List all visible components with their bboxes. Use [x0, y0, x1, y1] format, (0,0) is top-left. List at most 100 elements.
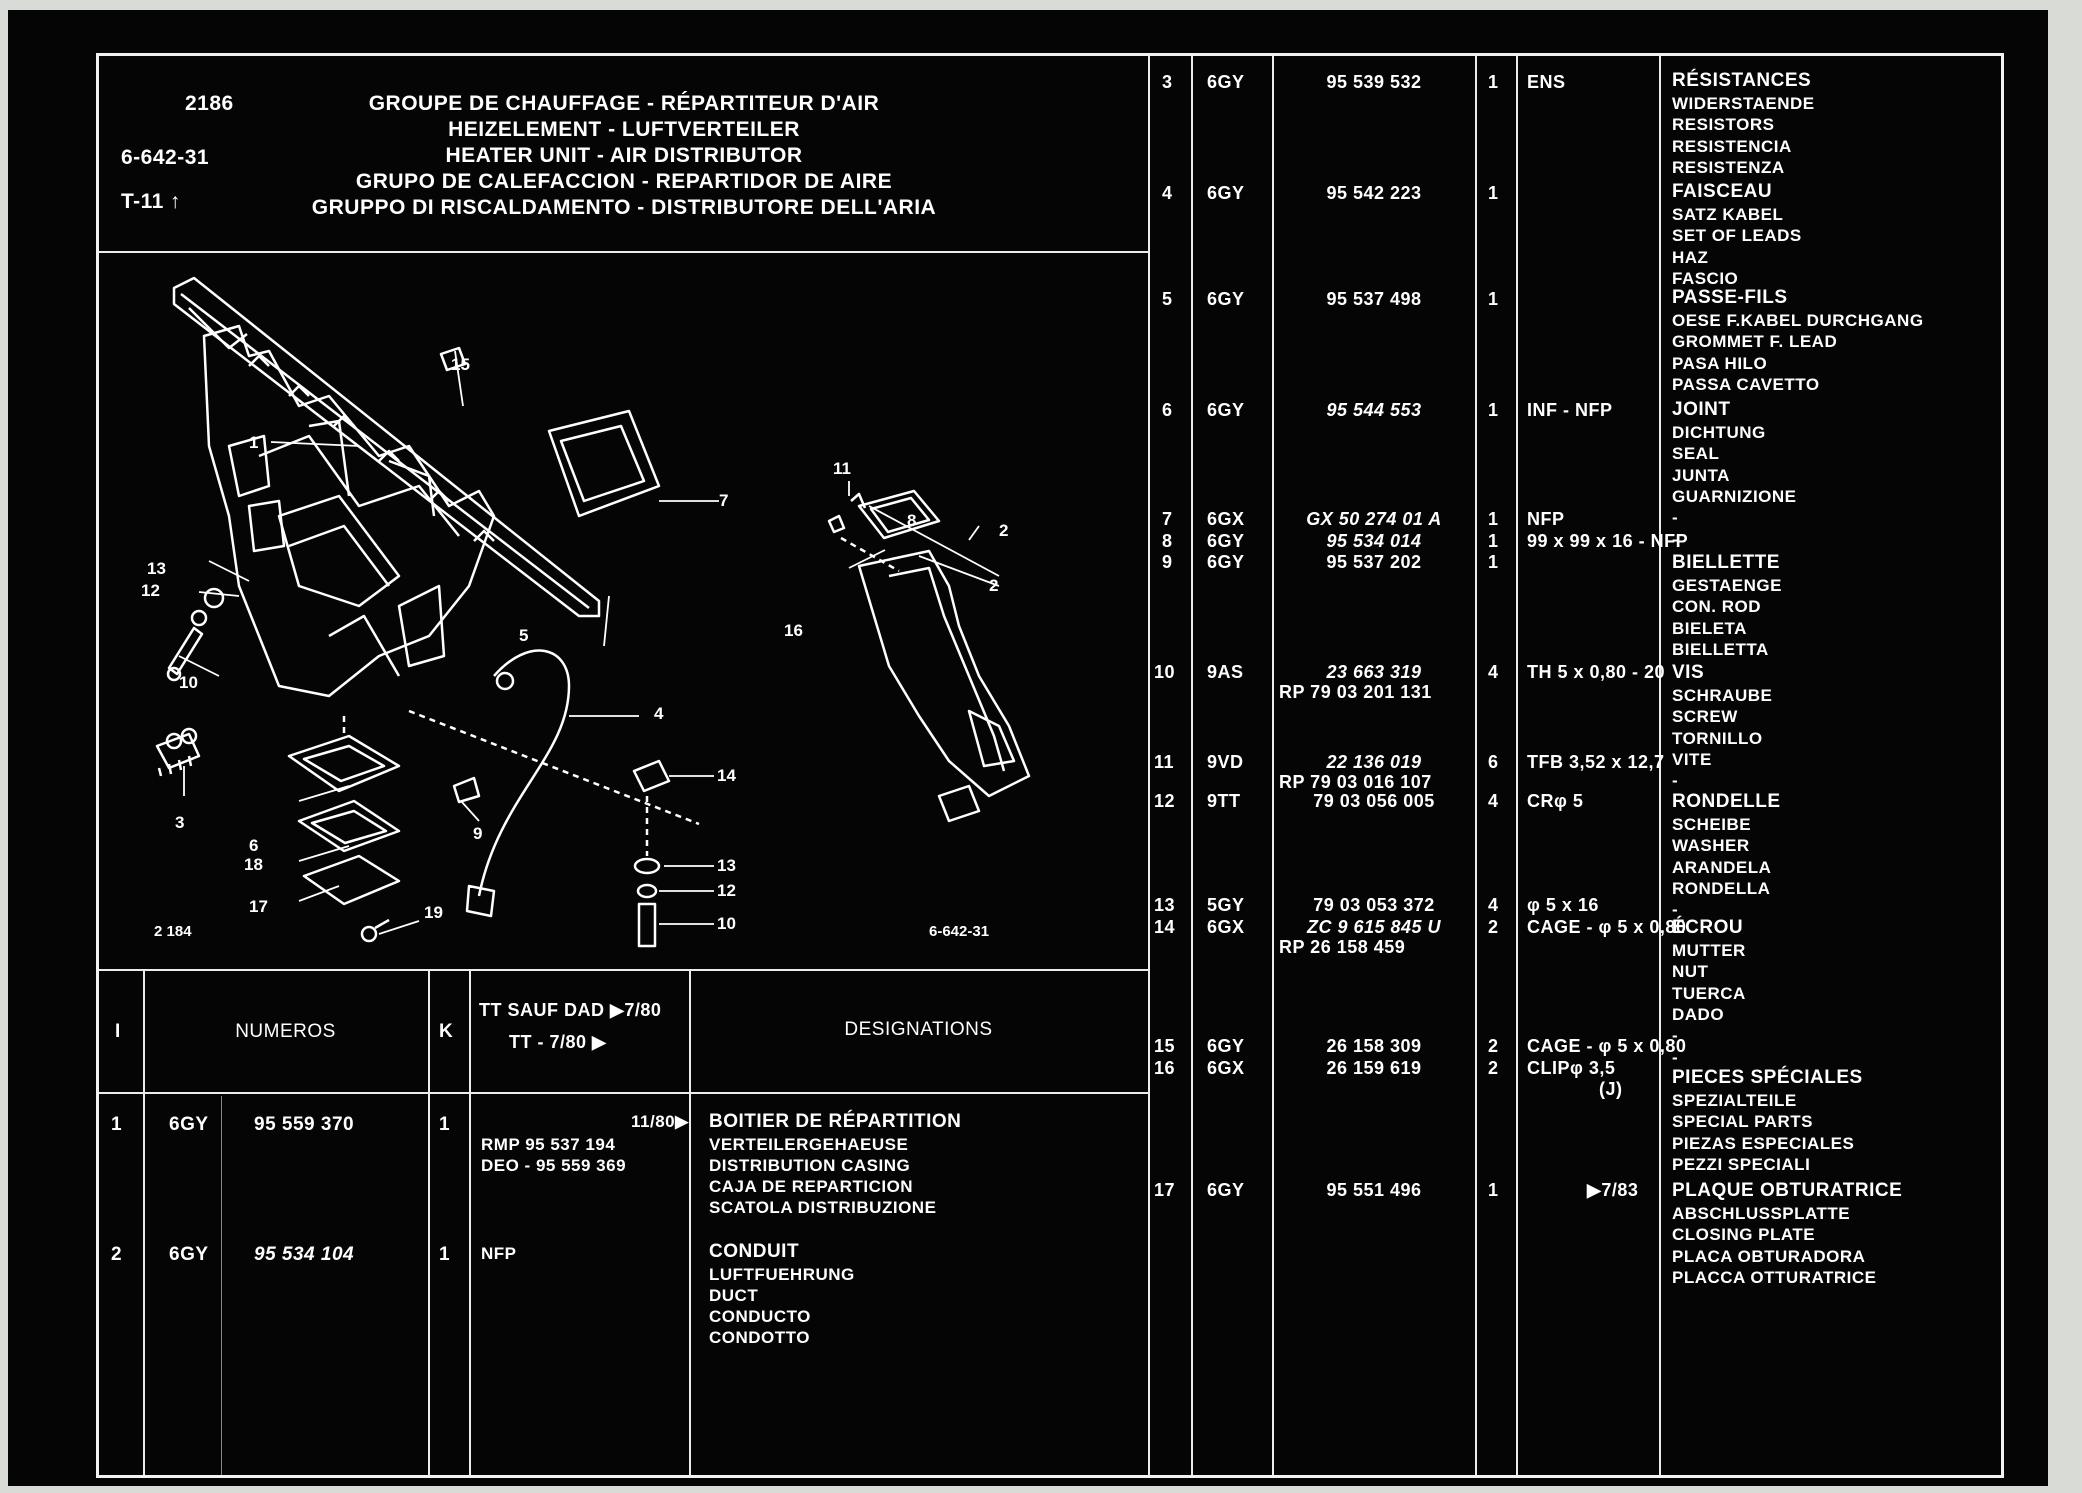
row-code: 6GX [1207, 509, 1245, 529]
row-i: 3 [1162, 72, 1173, 92]
row-code: 6GY [1207, 1180, 1245, 1200]
designation-main: PASSE-FILS [1672, 287, 1788, 308]
row-i: 5 [1162, 289, 1173, 309]
row-i: 11 [1154, 752, 1175, 772]
row-code: 6GY [1207, 72, 1245, 92]
row-qty: 1 [1488, 509, 1499, 529]
designation-line: SATZ KABEL [1672, 205, 1784, 224]
row-desig: CAJA DE REPARTICION [709, 1177, 914, 1196]
page-ref2: T-11↑ [121, 190, 181, 213]
designation-line: TUERCA [1672, 983, 1746, 1003]
row-code: 9TT [1207, 791, 1241, 811]
callout-12b: 12 [717, 881, 736, 900]
designation-line: PIEZAS ESPECIALES [1672, 1133, 1855, 1153]
row-number: 95 544 553 [1326, 400, 1422, 420]
row-cond: TH 5 x 0,80 - 20 [1527, 662, 1666, 682]
col-sep-i [143, 969, 145, 1475]
row-code: 6GX [1207, 1058, 1245, 1078]
designation-line: VITE [1672, 749, 1712, 769]
col-header-i: I [115, 1021, 121, 1042]
designation-line: WASHER [1672, 836, 1750, 856]
col-header-designations: DESIGNATIONS [844, 1019, 993, 1040]
row-i: 10 [1154, 662, 1176, 682]
row-i: 16 [1154, 1058, 1176, 1078]
callout-10b: 10 [717, 914, 736, 933]
row-cond: NFP [1527, 509, 1565, 529]
callout-17: 17 [249, 897, 268, 916]
row-qty: 2 [1488, 1058, 1499, 1078]
designation-line: CON. ROD [1672, 597, 1761, 617]
row-i: 2 [111, 1244, 123, 1265]
row-code: 6GY [1207, 531, 1245, 551]
title-es: GRUPO DE CALEFACCION - REPARTIDOR DE AIR… [355, 170, 893, 193]
row-code: 6GY [1207, 1036, 1245, 1056]
designation-line: RESISTENZA [1672, 157, 1785, 177]
row-desig: CONDOTTO [709, 1328, 810, 1347]
row-cond: CAGE - φ 5 x 0,80 [1527, 917, 1687, 937]
designation-line: FASCIO [1672, 268, 1739, 288]
row-code: 6GX [1207, 917, 1245, 937]
row-number: 95 539 532 [1326, 72, 1422, 92]
row-number: 95 542 223 [1326, 183, 1422, 203]
row-qty: 1 [1488, 289, 1499, 309]
row-code: 6GY [1207, 400, 1245, 420]
callout-19: 19 [424, 903, 443, 922]
designation-line: SCHEIBE [1672, 815, 1752, 834]
designation-line: - [1672, 771, 1679, 791]
designation-line: PLACA OBTURADORA [1672, 1246, 1866, 1266]
title-it: GRUPPO DI RISCALDAMENTO - DISTRIBUTORE D… [311, 196, 937, 219]
row-desig: DISTRIBUTION CASING [709, 1156, 911, 1175]
rcol-sep-i [1191, 56, 1193, 1475]
row-date: 11/80▶ [631, 1112, 689, 1131]
row-code: 6GY [1207, 183, 1245, 203]
diagram-label-right: 6-642-31 [929, 923, 989, 940]
row-i: 13 [1154, 895, 1176, 915]
designation-line: - [1672, 1026, 1679, 1046]
page-code: 2186 [185, 92, 234, 115]
row-number: 95 537 498 [1326, 289, 1422, 309]
row-number: GX 50 274 01 A [1306, 509, 1442, 529]
designation-main: FAISCEAU [1672, 181, 1773, 202]
slide-frame: 2186 6-642-31 T-11↑ GROUPE DE CHAUFFAGE … [8, 10, 2048, 1486]
main-divider [1148, 56, 1150, 1475]
page-ref: 6-642-31 [121, 146, 210, 169]
row-desig: CONDUCTO [709, 1307, 811, 1326]
rcol-sep-code [1272, 56, 1274, 1475]
row-number: 26 159 619 [1326, 1058, 1422, 1078]
row-cond: CRφ 5 [1527, 791, 1584, 811]
row-qty: 1 [439, 1114, 451, 1135]
row-qty: 4 [1488, 895, 1499, 915]
designation-main: RÉSISTANCES [1672, 70, 1812, 91]
designation-main: PLAQUE OBTURATRICE [1672, 1180, 1903, 1201]
row-cond: TFB 3,52 x 12,7 [1527, 752, 1665, 772]
header-rule [99, 251, 1148, 253]
row-number: 95 551 496 [1326, 1180, 1422, 1200]
callout-7: 7 [719, 491, 728, 510]
row-number: 95 559 370 [254, 1114, 355, 1135]
row-number: RP 79 03 201 131 [1279, 682, 1432, 702]
callout-15: 15 [451, 355, 470, 374]
row-number: 95 534 014 [1326, 531, 1422, 551]
row-code: 9AS [1207, 662, 1244, 682]
callout-13b: 13 [717, 856, 736, 875]
row-cond: 99 x 99 x 16 - NFP [1527, 531, 1689, 551]
row-desig-main: BOITIER DE RÉPARTITION [709, 1111, 962, 1132]
rcol-sep-num [1475, 56, 1477, 1475]
callout-11: 11 [833, 459, 851, 478]
row-code: 6GY [1207, 289, 1245, 309]
col-sep-k [469, 969, 471, 1475]
row-i: 9 [1162, 552, 1173, 572]
row-number: 95 537 202 [1326, 552, 1422, 572]
designation-line: SCHRAUBE [1672, 686, 1773, 705]
callout-5: 5 [519, 626, 528, 645]
row-number: 79 03 056 005 [1313, 791, 1435, 811]
row-number: RP 79 03 016 107 [1279, 772, 1432, 792]
row-cond: RMP 95 537 194 [481, 1135, 616, 1154]
designation-line: CLOSING PLATE [1672, 1225, 1816, 1245]
row-cond: NFP [481, 1244, 517, 1263]
row-number: 26 158 309 [1326, 1036, 1422, 1056]
row-desig: DUCT [709, 1286, 759, 1305]
designation-line: - [1672, 529, 1679, 549]
designation-line: TORNILLO [1672, 728, 1763, 748]
callout-14: 14 [717, 766, 736, 785]
